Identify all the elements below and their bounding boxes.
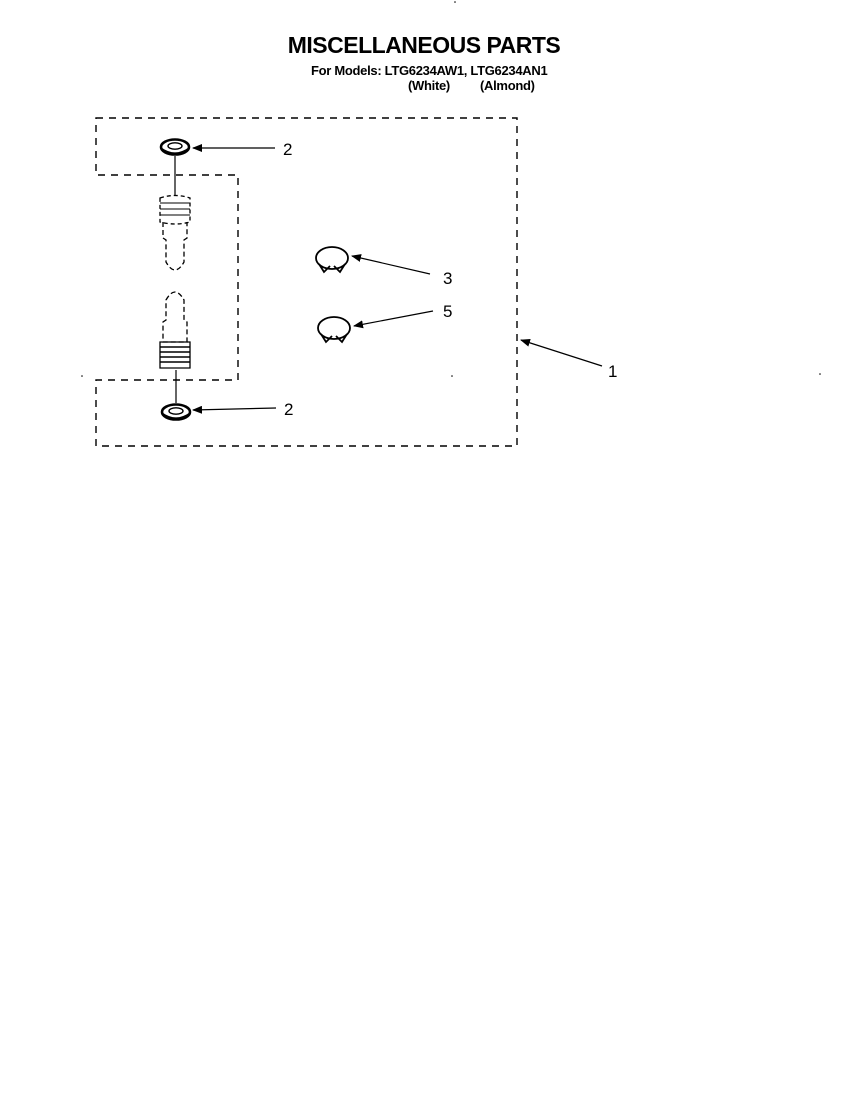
page-title: MISCELLANEOUS PARTS xyxy=(287,32,561,58)
variant-almond-label: (Almond) xyxy=(480,78,535,93)
scan-speck xyxy=(81,375,83,377)
hose-upper-icon xyxy=(159,194,191,271)
models-line: For Models: LTG6234AW1, LTG6234AN1 xyxy=(311,63,548,78)
variant-white-label: (White) xyxy=(408,78,450,93)
washer-bottom-icon xyxy=(160,403,192,421)
callout-washer-top: 2 xyxy=(283,140,292,159)
washer-top-icon xyxy=(159,138,191,156)
clamp-upper-icon xyxy=(315,246,349,274)
scan-speck xyxy=(819,373,821,375)
hose-lower-icon xyxy=(159,291,191,369)
kit-outline xyxy=(95,117,518,447)
callout-clamp-lower: 5 xyxy=(443,302,452,321)
leader-washer-bottom xyxy=(192,405,277,414)
scan-speck xyxy=(454,1,456,3)
leader-kit xyxy=(520,338,603,367)
clamp-lower-icon xyxy=(317,316,351,344)
callout-kit: 1 xyxy=(608,362,617,381)
callout-clamp-upper: 3 xyxy=(443,269,452,288)
leader-clamp-upper xyxy=(351,254,431,275)
leader-clamp-lower xyxy=(353,310,434,329)
scan-speck xyxy=(451,375,453,377)
callout-washer-bottom: 2 xyxy=(284,400,293,419)
